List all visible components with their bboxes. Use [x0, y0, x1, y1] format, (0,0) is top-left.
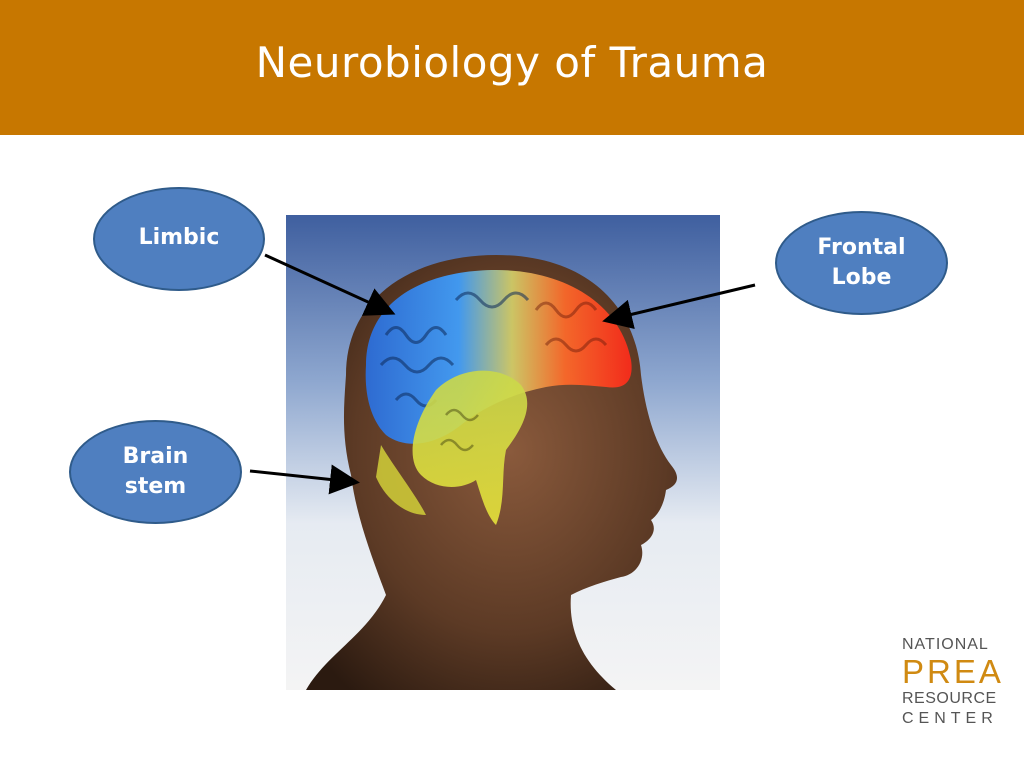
slide-header	[0, 0, 1024, 135]
brain-stem-label-line1: Brain	[122, 444, 189, 470]
logo-line-national: NATIONAL	[902, 636, 989, 653]
logo-line-prea: PREA	[902, 653, 1004, 690]
logo-line-center: CENTER	[902, 710, 998, 727]
national-prea-resource-center-logo: NATIONAL PREA RESOURCE CENTER	[902, 637, 1002, 727]
frontal-lobe-label-line1: Frontal	[817, 235, 906, 261]
brain-stem-arrow	[249, 464, 360, 495]
slide-title: Neurobiology of Trauma	[255, 38, 769, 87]
limbic-arrow	[264, 253, 396, 316]
frontal-lobe-label-bubble: Frontal Lobe	[775, 211, 948, 315]
brain-stem-label-line2: stem	[124, 474, 187, 499]
frontal-lobe-label-line2: Lobe	[831, 265, 892, 290]
frontal-lobe-arrow	[602, 283, 756, 330]
limbic-label: Limbic	[138, 225, 220, 250]
logo-line-resource: RESOURCE	[902, 690, 997, 707]
brain-head-image	[286, 215, 720, 690]
brain-stem-label-bubble: Brain stem	[69, 420, 242, 524]
limbic-label-bubble: Limbic	[93, 187, 265, 291]
